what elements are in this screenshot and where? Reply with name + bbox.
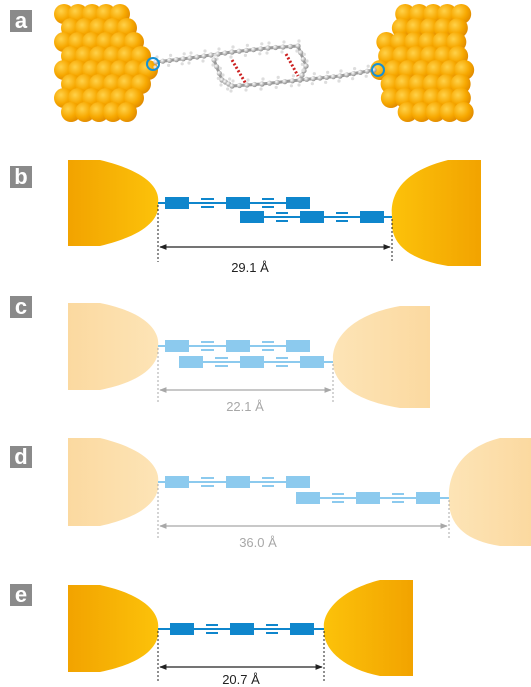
left-gold-cluster: [54, 4, 158, 122]
gold-atom: [411, 102, 432, 122]
phenyl-unit: [165, 340, 189, 352]
left-electrode: [68, 303, 159, 390]
phenyl-unit: [230, 623, 254, 635]
phenyl-unit: [226, 197, 250, 209]
panel-letter: c: [15, 294, 27, 319]
gold-atom: [422, 74, 443, 94]
triple-bond: [198, 341, 277, 351]
phenyl-unit: [226, 340, 250, 352]
phenyl-unit: [356, 492, 380, 504]
gold-atom: [450, 74, 471, 94]
phenyl-unit: [286, 340, 310, 352]
phenyl-unit: [300, 356, 324, 368]
triple-bond: [273, 212, 351, 222]
left-electrode: [68, 585, 159, 672]
panel-letter-badge: [10, 166, 32, 188]
panel-letter-badge: [10, 446, 32, 468]
distance-label: 36.0 Å: [239, 535, 277, 550]
panel-c: c 22.1 Å: [10, 294, 430, 414]
panel-letter-badge: [10, 296, 32, 318]
triple-bond: [198, 198, 277, 208]
phenyl-unit: [286, 197, 310, 209]
phenyl-unit: [290, 623, 314, 635]
phenyl-unit: [286, 476, 310, 488]
phenyl-unit: [300, 211, 324, 223]
phenyl-unit: [179, 356, 203, 368]
molecule: [158, 623, 324, 635]
triple-bond: [212, 357, 291, 367]
upper-molecule: [158, 197, 310, 209]
gold-atom: [61, 102, 81, 122]
phenyl-unit: [296, 492, 320, 504]
left-electrode: [68, 438, 159, 526]
triple-bond: [203, 624, 281, 634]
gold-atom: [103, 102, 123, 122]
molecule-pair-model: [153, 39, 377, 93]
panel-a: a: [10, 4, 475, 122]
distance-dimension: 20.7 Å: [157, 631, 325, 687]
right-electrode: [448, 438, 531, 546]
lower-molecule: [240, 211, 392, 223]
left-electrode: [68, 160, 159, 246]
right-electrode: [332, 306, 430, 408]
panel-letter: a: [15, 8, 28, 33]
phenyl-unit: [240, 356, 264, 368]
hydrogen-bond: [284, 53, 300, 77]
gold-atom: [425, 102, 446, 122]
panel-letter: d: [14, 444, 27, 469]
right-gold-cluster: [370, 4, 475, 122]
triple-bond: [198, 477, 277, 487]
gold-atom: [439, 102, 460, 122]
right-anchor-ring: [371, 63, 385, 77]
upper-molecule: [158, 476, 310, 488]
gold-atom: [117, 102, 137, 122]
distance-dimension: 22.1 Å: [157, 348, 334, 414]
gold-atom: [89, 102, 109, 122]
gold-atom: [453, 102, 474, 122]
phenyl-unit: [165, 197, 189, 209]
panel-d: d 36.0 Å: [10, 438, 531, 550]
panel-letter-badge: [10, 10, 32, 32]
panel-e: e 20.7 Å: [10, 580, 413, 687]
gold-atom: [397, 102, 418, 122]
panel-letter-badge: [10, 584, 32, 606]
phenyl-unit: [170, 623, 194, 635]
gold-atom: [380, 88, 401, 108]
distance-label: 22.1 Å: [226, 399, 264, 414]
phenyl-unit: [240, 211, 264, 223]
right-electrode: [323, 580, 413, 676]
lower-molecule: [179, 356, 333, 368]
phenyl-unit: [360, 211, 384, 223]
upper-molecule: [158, 340, 310, 352]
gold-atom: [408, 74, 429, 94]
distance-dimension: 29.1 Å: [157, 205, 393, 275]
phenyl-unit: [416, 492, 440, 504]
gold-atom: [75, 102, 95, 122]
triple-bond: [329, 493, 407, 503]
panel-letter: b: [14, 164, 27, 189]
distance-dimension: 36.0 Å: [157, 484, 450, 550]
panel-b: b 29.1 Å: [10, 160, 481, 275]
phenyl-unit: [226, 476, 250, 488]
distance-label: 20.7 Å: [222, 672, 260, 687]
hydrogen-bond: [230, 59, 248, 85]
gold-atom: [380, 74, 401, 94]
gold-atom: [436, 74, 457, 94]
gold-atom: [394, 74, 415, 94]
panel-letter: e: [15, 582, 27, 607]
distance-label: 29.1 Å: [231, 260, 269, 275]
left-anchor-ring: [146, 57, 160, 71]
right-electrode: [391, 160, 481, 266]
lower-molecule: [296, 492, 449, 504]
phenyl-unit: [165, 476, 189, 488]
